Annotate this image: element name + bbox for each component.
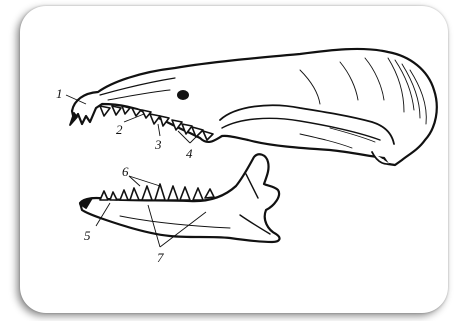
label-2: 2 [116, 122, 123, 137]
label-1: 1 [56, 86, 63, 101]
lower-teeth [100, 184, 214, 200]
skull [70, 49, 437, 165]
mandible [80, 154, 279, 242]
upper-incisor [70, 113, 77, 125]
label-4: 4 [186, 146, 193, 161]
label-6: 6 [122, 164, 129, 179]
label-7: 7 [157, 250, 164, 265]
orbit [177, 90, 189, 100]
label-3: 3 [154, 137, 162, 152]
label-5: 5 [84, 228, 91, 243]
